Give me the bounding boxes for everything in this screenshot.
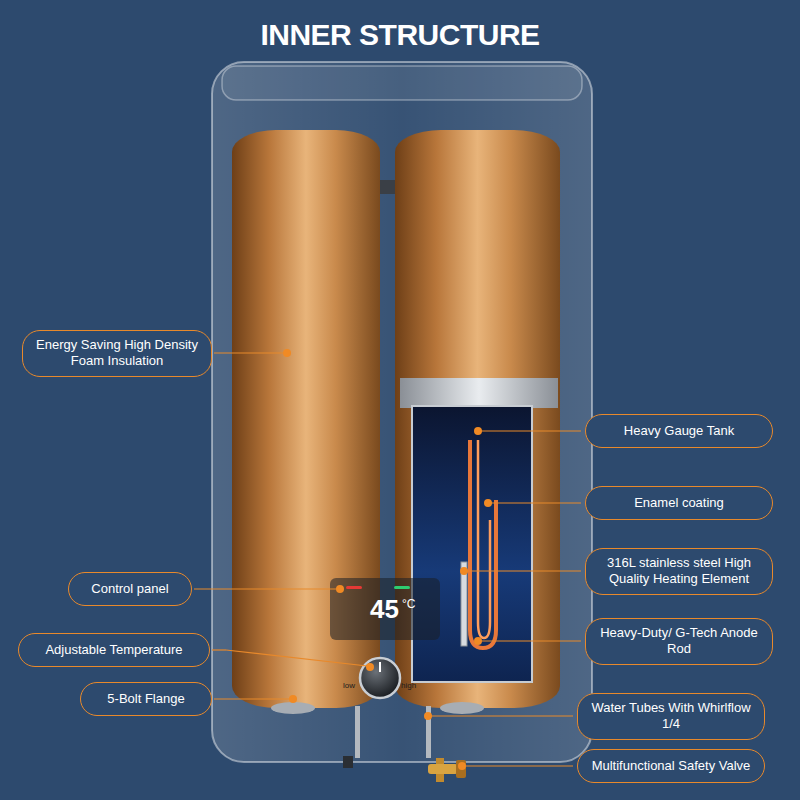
callout-pill: Multifunctional Safety Valve bbox=[577, 749, 765, 783]
callout-text: Heavy Gauge Tank bbox=[598, 423, 760, 439]
leader-line bbox=[214, 698, 290, 699]
safety-valve-body bbox=[428, 764, 458, 774]
leader-dots bbox=[283, 349, 492, 770]
knob-label: high bbox=[401, 682, 416, 690]
leader-line bbox=[467, 570, 581, 571]
knob-label: low bbox=[343, 682, 355, 690]
callout-text: 316L stainless steel High Quality Heatin… bbox=[598, 555, 760, 588]
callout-pill: Heavy Gauge Tank bbox=[585, 414, 773, 448]
pipe-outlet bbox=[343, 756, 353, 768]
left-flange bbox=[271, 702, 315, 714]
indicator-green bbox=[394, 586, 410, 589]
callout-pill: Enamel coating bbox=[585, 486, 773, 520]
callout-pill: Heavy-Duty/ G-Tech Anode Rod bbox=[585, 618, 773, 665]
knob-pointer bbox=[379, 662, 381, 672]
callout-text: Multifunctional Safety Valve bbox=[590, 758, 752, 774]
leader-line bbox=[481, 430, 581, 431]
leader-dot bbox=[458, 762, 466, 770]
glass-housing bbox=[212, 62, 592, 762]
anode-rod bbox=[461, 562, 467, 646]
leader-dot bbox=[289, 695, 297, 703]
leader-dot bbox=[424, 712, 432, 720]
leader-line bbox=[194, 588, 337, 589]
leader-line bbox=[226, 650, 367, 666]
leader-dot bbox=[474, 427, 482, 435]
page-title: INNER STRUCTURE bbox=[0, 18, 800, 52]
heating-element-inner bbox=[478, 440, 490, 638]
display-panel bbox=[330, 578, 440, 640]
callout-text: Heavy-Duty/ G-Tech Anode Rod bbox=[598, 625, 760, 658]
leader-dot bbox=[474, 637, 482, 645]
right-flange bbox=[440, 702, 484, 714]
safety-valve-lever bbox=[456, 760, 466, 778]
leader-line bbox=[431, 715, 573, 716]
leader-dot bbox=[336, 585, 344, 593]
housing-lid bbox=[222, 66, 582, 100]
callout-pill: Energy Saving High Density Foam Insulati… bbox=[22, 330, 212, 377]
leader-line bbox=[491, 502, 581, 503]
heating-element bbox=[470, 440, 496, 648]
callout-text: Enamel coating bbox=[598, 495, 760, 511]
callout-pill: Water Tubes With Whirlflow 1/4 bbox=[577, 693, 765, 740]
leader-dot bbox=[283, 349, 291, 357]
temperature-knob bbox=[360, 658, 400, 698]
leader-line bbox=[214, 352, 284, 353]
callout-text: Adjustable Temperature bbox=[31, 642, 197, 658]
callout-text: 5-Bolt Flange bbox=[93, 691, 199, 707]
water-tube bbox=[355, 706, 360, 758]
leader-line bbox=[481, 640, 581, 641]
callout-pill: Control panel bbox=[68, 572, 192, 606]
callout-pill: Adjustable Temperature bbox=[18, 633, 210, 667]
tank-rim bbox=[400, 378, 558, 408]
display-readout: 45 bbox=[370, 596, 399, 622]
leader-line bbox=[465, 765, 573, 766]
indicator-red bbox=[346, 586, 362, 589]
callout-pill: 5-Bolt Flange bbox=[80, 682, 212, 716]
leader-line bbox=[212, 649, 226, 650]
callout-pill: 316L stainless steel High Quality Heatin… bbox=[585, 548, 773, 595]
display-readout: °C bbox=[402, 598, 415, 610]
callout-text: Energy Saving High Density Foam Insulati… bbox=[35, 337, 199, 370]
leader-dot bbox=[460, 567, 468, 575]
leader-dot bbox=[484, 499, 492, 507]
leader-dot bbox=[366, 663, 374, 671]
callout-text: Water Tubes With Whirlflow 1/4 bbox=[590, 700, 752, 733]
callout-text: Control panel bbox=[81, 581, 179, 597]
leader-lines bbox=[194, 353, 581, 766]
